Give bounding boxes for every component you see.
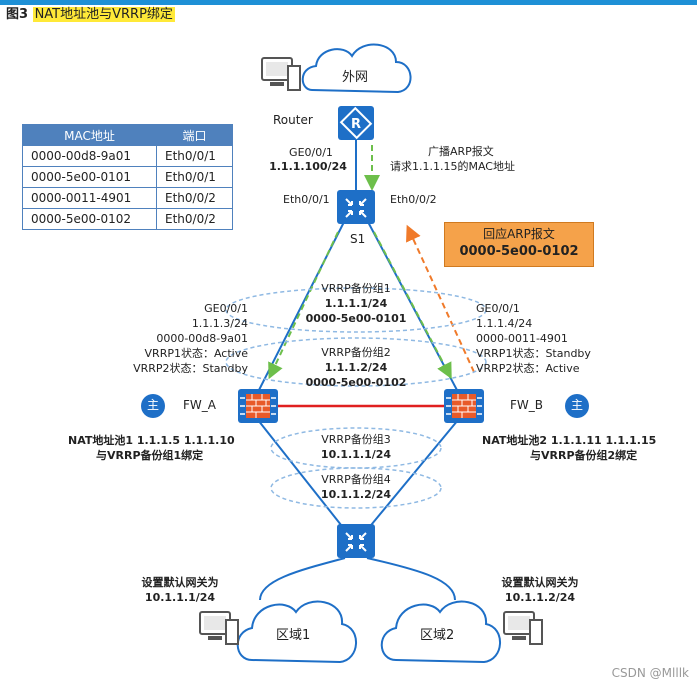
link-fwa-s2 bbox=[257, 419, 346, 531]
router-ip: 1.1.1.100/24 bbox=[269, 160, 347, 173]
fwa-vrrp2: VRRP2状态：Standby bbox=[133, 362, 248, 375]
fwb-vrrp1: VRRP1状态：Standby bbox=[476, 347, 591, 360]
fwb-nat-binding: 与VRRP备份组2绑定 bbox=[530, 449, 638, 462]
mac-table-header-mac: MAC地址 bbox=[22, 124, 157, 146]
arp-reply-box: 回应ARP报文 0000-5e00-0102 bbox=[444, 222, 594, 267]
fwb-mac: 0000-0011-4901 bbox=[476, 332, 568, 345]
link-s2-area2 bbox=[366, 557, 456, 601]
fwb-ip: 1.1.1.4/24 bbox=[476, 317, 533, 330]
link-fwb-s2 bbox=[366, 419, 459, 531]
gw-right-line2: 10.1.1.2/24 bbox=[504, 591, 576, 604]
fwa-ip: 1.1.1.3/24 bbox=[191, 317, 248, 330]
internet-label: 外网 bbox=[342, 70, 369, 85]
fwb-vrrp2: VRRP2状态：Active bbox=[476, 362, 580, 375]
fwa-nat-binding: 与VRRP备份组1绑定 bbox=[96, 449, 204, 462]
port-cell: Eth0/0/2 bbox=[156, 187, 233, 209]
fwa-badge-text: 主 bbox=[146, 398, 159, 412]
internet-cloud bbox=[301, 43, 412, 94]
link-s2-area1 bbox=[259, 557, 346, 601]
vrrp-g4-name: VRRP备份组4 bbox=[321, 473, 391, 486]
s1-label: S1 bbox=[350, 232, 366, 246]
s1-port-right: Eth0/0/2 bbox=[390, 193, 437, 206]
vrrp-g4-ip: 10.1.1.2/24 bbox=[320, 488, 392, 501]
mac-cell: 0000-5e00-0101 bbox=[22, 166, 157, 188]
vrrp-group4-ellipse bbox=[270, 467, 442, 509]
broadcast-arrow-fwb bbox=[373, 231, 452, 380]
port-cell: Eth0/0/1 bbox=[156, 166, 233, 188]
mac-table-header-port: 端口 bbox=[156, 124, 233, 146]
firewall-fwb-icon bbox=[444, 389, 484, 423]
figure-number: 图3 bbox=[6, 7, 29, 22]
fwb-badge-text: 主 bbox=[570, 398, 583, 412]
port-cell: Eth0/0/2 bbox=[156, 208, 233, 230]
area2-label: 区域2 bbox=[420, 628, 455, 643]
vrrp-group3-ellipse bbox=[270, 427, 442, 469]
gw-left-line1: 设置默认网关为 bbox=[141, 576, 219, 589]
fwa-port: GE0/0/1 bbox=[204, 302, 248, 315]
fwb-port: GE0/0/1 bbox=[476, 302, 520, 315]
vrrp-g2-ip: 1.1.1.2/24 bbox=[324, 361, 388, 374]
vrrp-g3-ip: 10.1.1.1/24 bbox=[320, 448, 392, 461]
broadcast-line2: 请求1.1.1.15的MAC地址 bbox=[390, 160, 515, 173]
fwa-master-badge-icon bbox=[141, 394, 165, 418]
vrrp-group2-ellipse bbox=[225, 337, 487, 387]
reply-line2: 0000-5e00-0102 bbox=[459, 244, 579, 259]
vrrp-g2-name: VRRP备份组2 bbox=[321, 346, 391, 359]
fwa-nat-pool: NAT地址池1 1.1.1.5 1.1.1.10 bbox=[68, 434, 235, 447]
vrrp-g2-mac: 0000-5e00-0102 bbox=[305, 376, 407, 389]
mac-cell: 0000-0011-4901 bbox=[22, 187, 157, 209]
figure-title: 图3 NAT地址池与VRRP绑定 bbox=[6, 6, 175, 24]
vrrp-group1-ellipse bbox=[225, 287, 487, 333]
figure-caption: NAT地址池与VRRP绑定 bbox=[32, 7, 175, 22]
vrrp-g1-ip: 1.1.1.1/24 bbox=[324, 297, 388, 310]
reply-line1: 回应ARP报文 bbox=[483, 227, 555, 241]
area1-cloud bbox=[236, 600, 357, 664]
port-cell: Eth0/0/1 bbox=[156, 145, 233, 167]
internet-pc-icon bbox=[261, 57, 301, 91]
broadcast-arrow-fwa bbox=[268, 231, 339, 380]
svg-text:R: R bbox=[351, 117, 361, 132]
watermark: CSDN @Mlllk bbox=[611, 666, 689, 680]
vrrp-g3-name: VRRP备份组3 bbox=[321, 433, 391, 446]
gw-right-line1: 设置默认网关为 bbox=[501, 576, 579, 589]
reply-arrow bbox=[406, 224, 475, 373]
area1-label: 区域1 bbox=[276, 628, 311, 643]
vrrp-g1-name: VRRP备份组1 bbox=[321, 282, 391, 295]
broadcast-line1: 广播ARP报文 bbox=[428, 145, 494, 158]
router-port: GE0/0/1 bbox=[289, 146, 333, 159]
fwb-nat-pool: NAT地址池2 1.1.1.11 1.1.1.15 bbox=[482, 434, 657, 447]
mac-cell: 0000-5e00-0102 bbox=[22, 208, 157, 230]
router-icon: R bbox=[338, 106, 374, 140]
router-label: Router bbox=[273, 113, 313, 127]
firewall-fwa-icon bbox=[238, 389, 278, 423]
switch-s2-icon bbox=[337, 524, 375, 558]
fwa-label: FW_A bbox=[183, 398, 216, 412]
top-accent-bar bbox=[0, 0, 697, 5]
gw-left-line2: 10.1.1.1/24 bbox=[144, 591, 216, 604]
area2-pc-icon bbox=[503, 611, 543, 645]
switch-s1-icon bbox=[337, 190, 375, 224]
vrrp-g1-mac: 0000-5e00-0101 bbox=[305, 312, 407, 325]
fwa-vrrp1: VRRP1状态：Active bbox=[144, 347, 248, 360]
fwb-master-badge-icon bbox=[565, 394, 589, 418]
fwb-label: FW_B bbox=[510, 398, 543, 412]
area2-cloud bbox=[380, 600, 501, 664]
area1-pc-icon bbox=[199, 611, 239, 645]
mac-cell: 0000-00d8-9a01 bbox=[22, 145, 157, 167]
s1-port-left: Eth0/0/1 bbox=[283, 193, 330, 206]
fwa-mac: 0000-00d8-9a01 bbox=[156, 332, 248, 345]
